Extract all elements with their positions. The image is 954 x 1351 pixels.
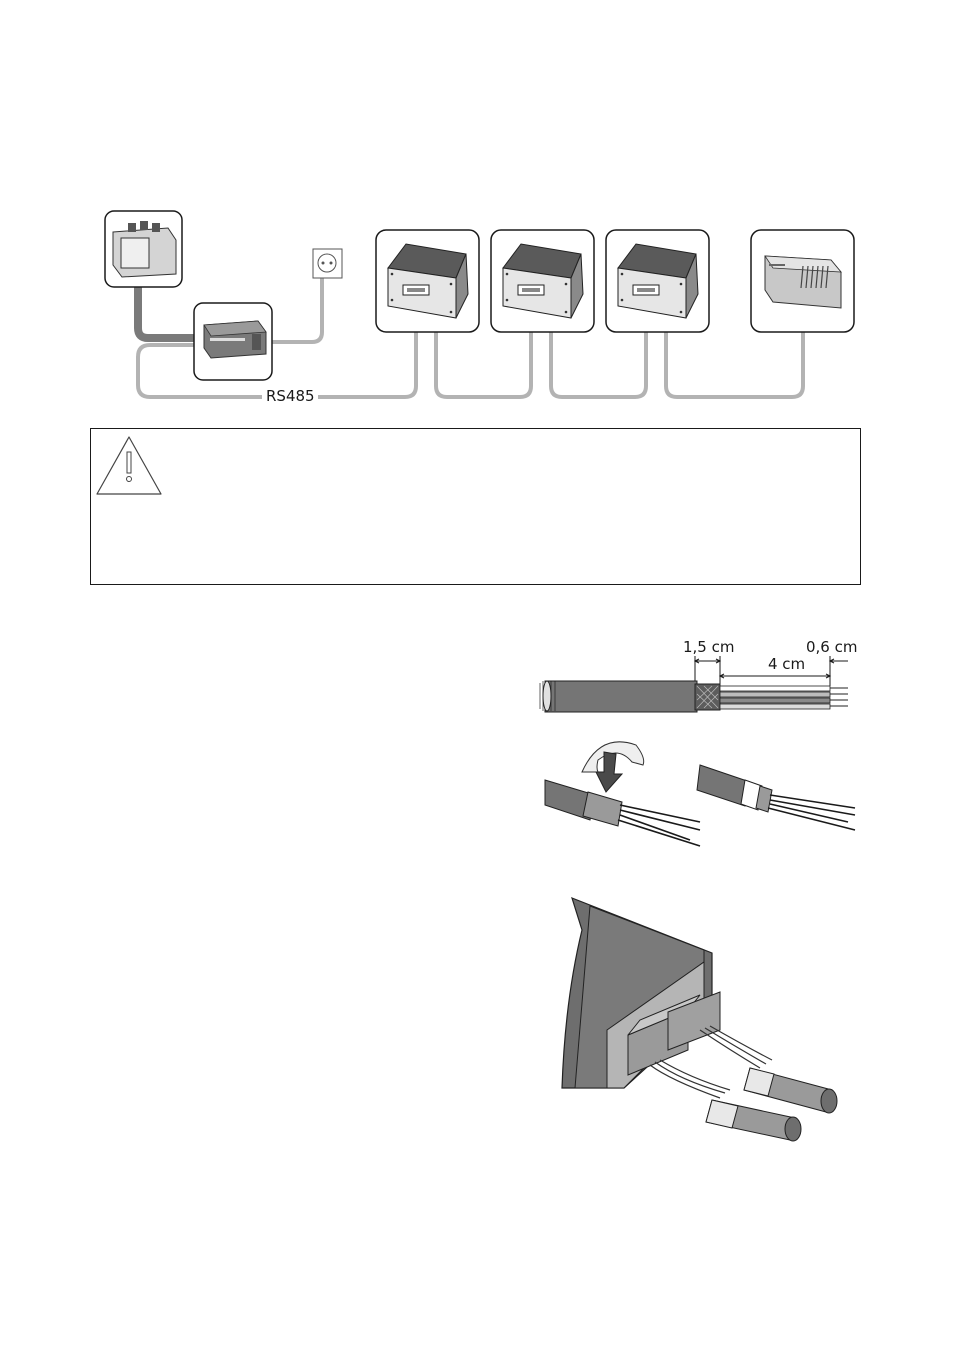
warning-icon [96,436,162,495]
energy-meter-icon [104,210,183,288]
strip-length-label: 4 cm [768,655,806,673]
rs485-label: RS485 [266,387,315,405]
power-adapter-icon [193,302,273,381]
cable-stripping-figure [539,656,848,713]
network-diagram [104,210,855,399]
warning-box [90,428,861,585]
data-logger-icon [750,229,855,333]
shield-fold-figure [544,741,856,847]
inverter-2-icon [490,229,595,333]
wall-socket-icon [312,248,343,279]
wire-end-length-label: 0,6 cm [806,638,858,656]
rs485-cables [136,278,805,399]
main-cable [134,287,195,342]
inverter-1-icon [375,229,480,333]
inverter-3-icon [605,229,710,333]
shield-length-label: 1,5 cm [683,638,735,656]
terminal-connection-figure [561,896,838,1142]
